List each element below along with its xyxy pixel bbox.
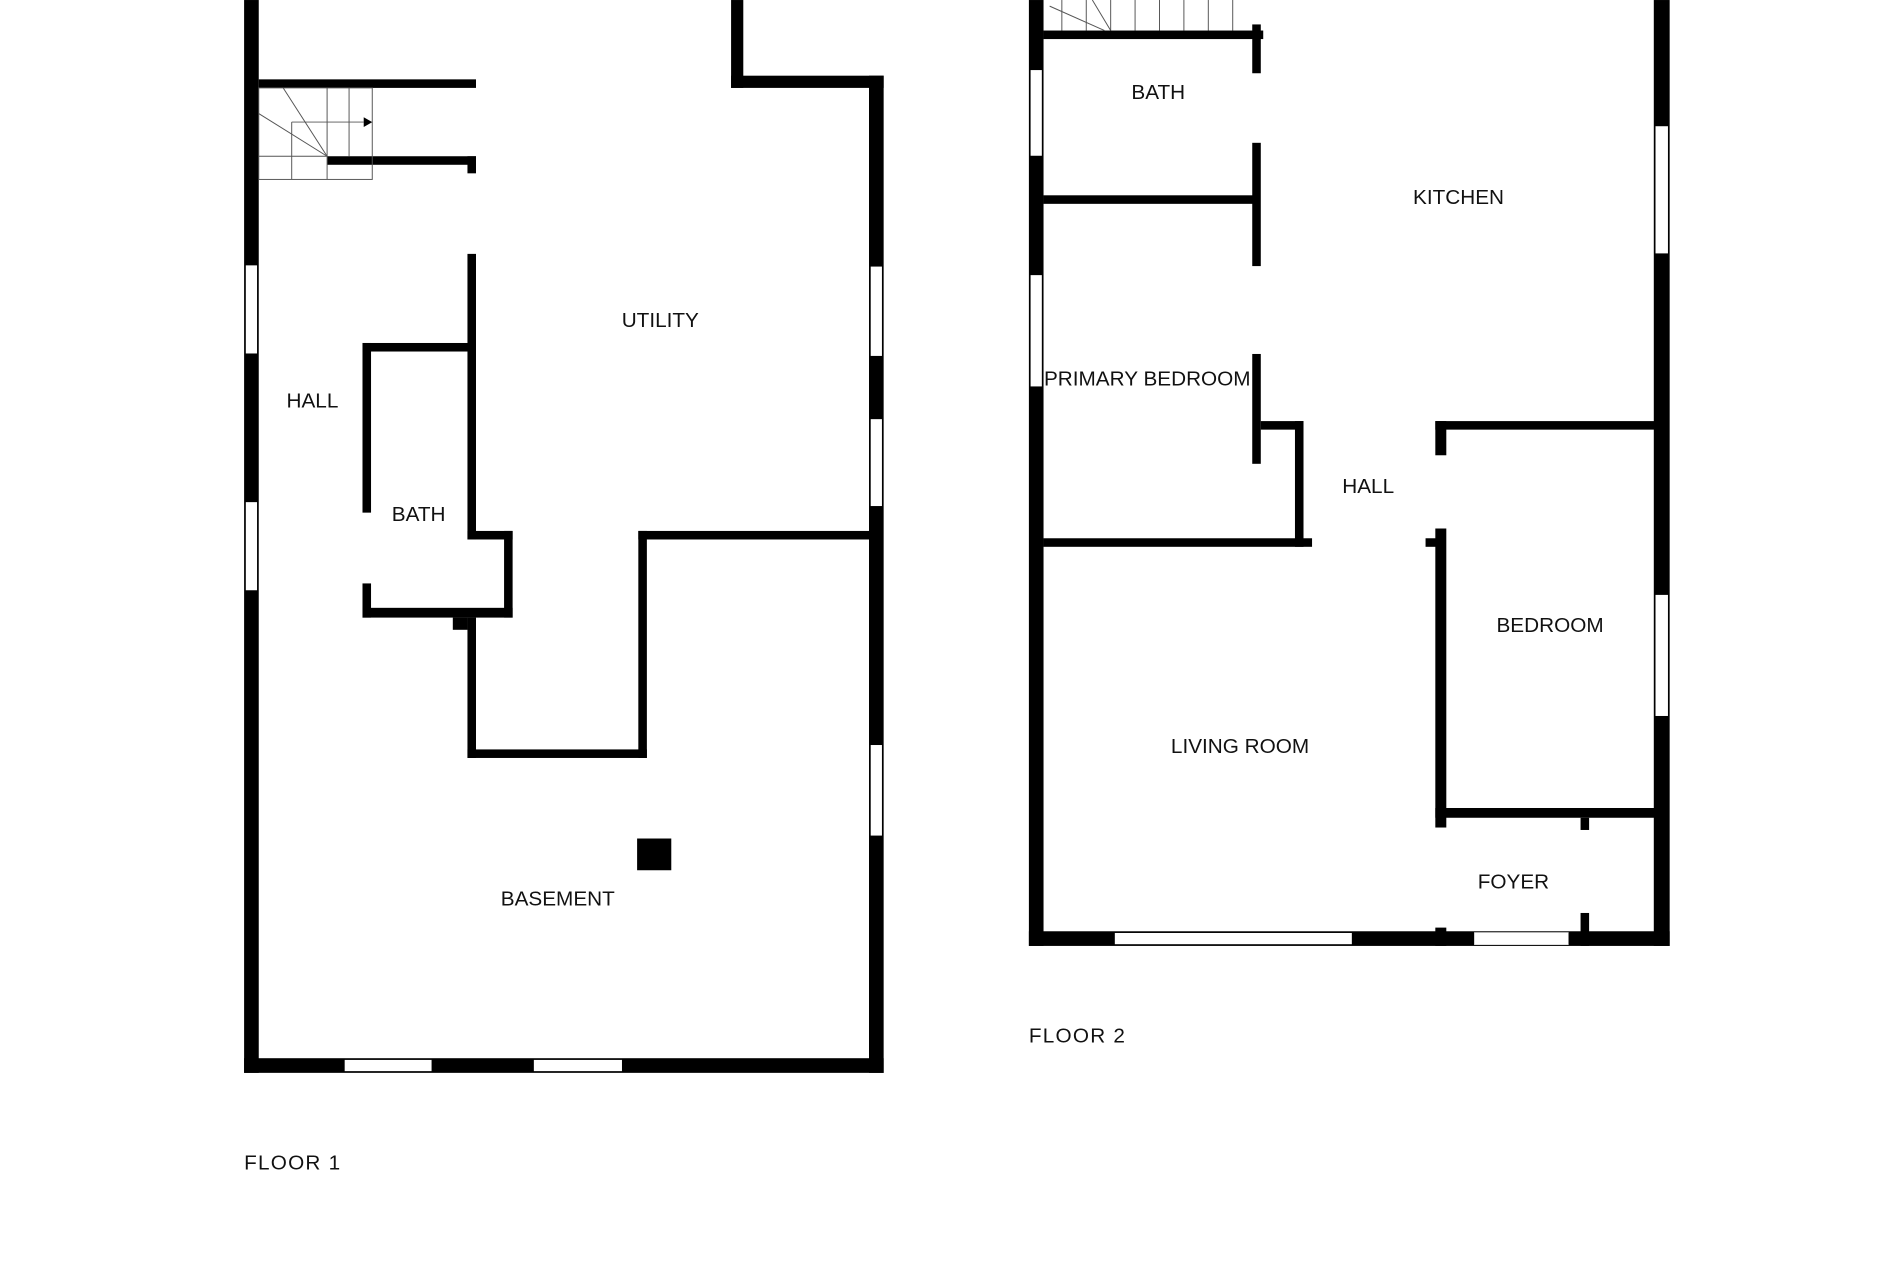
floor-2-windows: [1029, 69, 1669, 946]
floor-2-door-gap: [1474, 932, 1569, 946]
room-label-primary-bedroom: PRIMARY BEDROOM: [1044, 368, 1251, 391]
floor-2-plan: BATH KITCHEN PRIMARY BEDROOM HALL BEDROO…: [1028, 0, 1670, 1047]
floor-1-windows: [244, 264, 883, 1073]
room-label-foyer: FOYER: [1478, 871, 1549, 894]
floor-1-walls: [244, 0, 884, 1073]
floor-1-stairs: [258, 87, 373, 180]
room-label-bath-2: BATH: [1131, 81, 1185, 104]
room-label-living-room: LIVING ROOM: [1171, 735, 1309, 758]
room-label-hall-2: HALL: [1342, 475, 1394, 498]
room-label-hall: HALL: [287, 390, 339, 413]
room-label-basement: BASEMENT: [501, 888, 615, 911]
room-label-bath: BATH: [392, 503, 446, 526]
room-label-utility: UTILITY: [622, 309, 699, 332]
floor-2-label: FLOOR 2: [1029, 1024, 1126, 1047]
floor-1-label: FLOOR 1: [244, 1151, 341, 1174]
floor-2-walls: [1028, 0, 1670, 946]
column: [637, 838, 672, 871]
floor-1-plan: UTILITY HALL BATH BASEMENT FLOOR 1: [244, 0, 884, 1174]
stair-arrow-icon: [363, 117, 373, 127]
floor-2-stairs: [1049, 0, 1234, 31]
room-label-kitchen: KITCHEN: [1413, 186, 1504, 209]
room-label-bedroom: BEDROOM: [1496, 614, 1603, 637]
